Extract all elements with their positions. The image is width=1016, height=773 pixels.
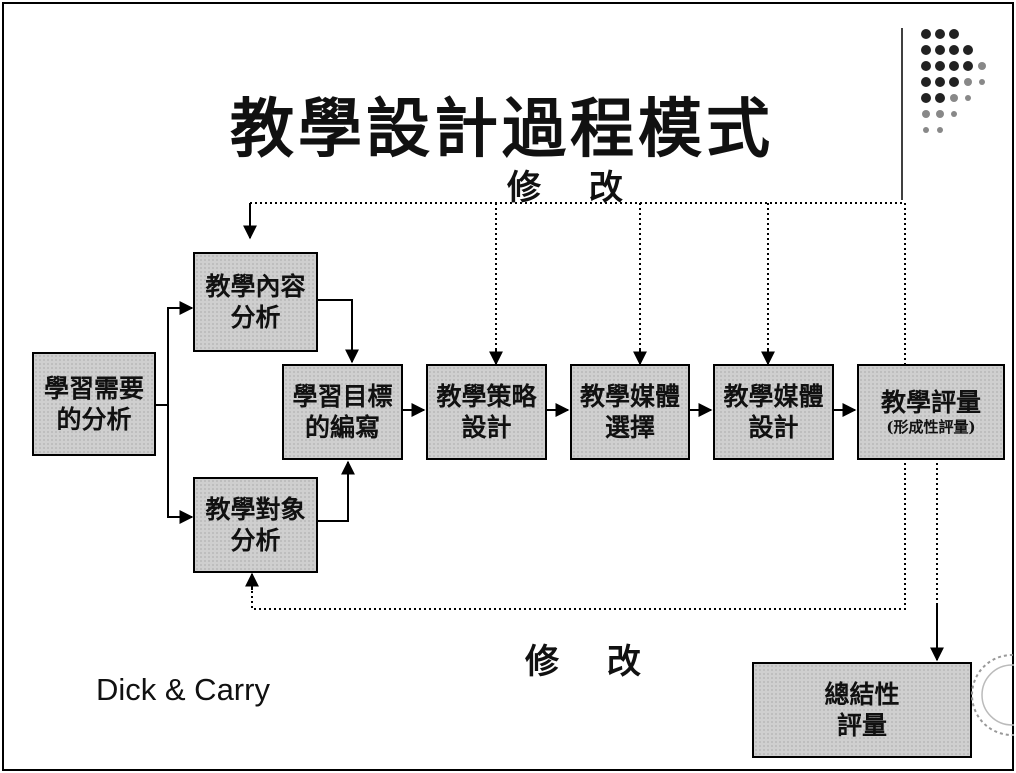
branch-needs [155, 301, 194, 406]
seal-stamp-icon [971, 654, 1014, 736]
author-credit: Dick & Carry [96, 672, 270, 707]
box-media-design: 教學媒體 設計 [713, 364, 834, 460]
arrow-content-objectives [318, 299, 359, 364]
revise-loop-top [250, 202, 906, 365]
revise-label-bottom: 修 改 [525, 642, 659, 682]
box-objectives: 學習目標 的編寫 [282, 364, 403, 460]
revise-loop-bottom [251, 458, 906, 610]
box-content-analysis: 教學內容 分析 [193, 252, 318, 352]
box-strategy-design: 教學策略 設計 [426, 364, 547, 460]
box-formative-evaluation: 教學評量 (形成性評量) [857, 364, 1005, 460]
decorative-dot-grid [921, 29, 986, 133]
page-title: 教學設計過程模式 [230, 92, 774, 167]
box-learner-analysis: 教學對象 分析 [193, 477, 318, 573]
revise-label-top: 修 改 [507, 168, 641, 208]
box-media-selection: 教學媒體 選擇 [570, 364, 690, 460]
arrow-learner-objectives [318, 460, 355, 522]
box-summative-evaluation: 總結性 評量 [752, 662, 972, 758]
box-needs-analysis: 學習需要 的分析 [32, 352, 156, 456]
